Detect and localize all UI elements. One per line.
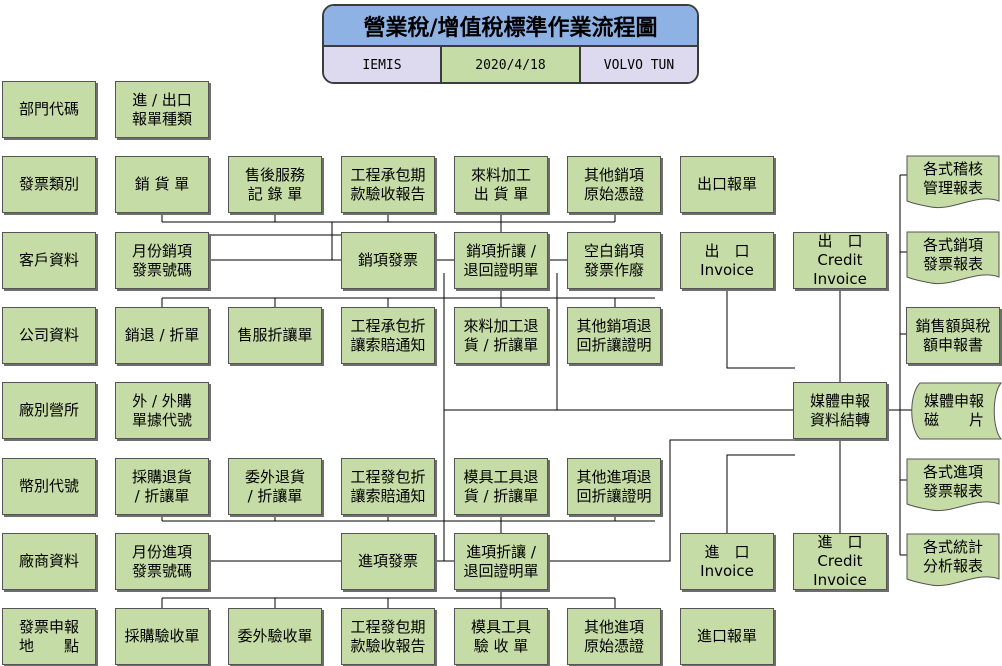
connector-purchase-to-invoice [209, 410, 795, 562]
box-sales-return: 銷退 / 折單 [115, 307, 209, 364]
box-sales-invoice: 銷 貨 單 [115, 156, 209, 213]
report-audit-label: 各式稽核 管理報表 [922, 160, 983, 197]
box-import-declaration: 進口報單 [680, 608, 774, 665]
box-other-purchase-voucher: 其他進項 原始憑證 [567, 608, 661, 665]
box-mold-acceptance: 模具工具 驗 收 單 [454, 608, 548, 665]
organization-name: VOLVO TUN [581, 47, 697, 82]
system-name: IEMIS [324, 47, 442, 82]
box-purchase-acceptance: 採購驗收單 [115, 608, 209, 665]
connector-purchase-sources [161, 586, 616, 608]
report-media-disk: 媒體申報 磁 片 [906, 382, 1002, 440]
box-mold-return: 模具工具退 貨 / 折讓單 [454, 458, 548, 515]
box-sales-allowance: 銷項折讓 / 退回證明單 [454, 232, 548, 289]
document-shape-icon [906, 155, 1000, 209]
box-purchase-allowance: 進項折讓 / 退回證明單 [454, 533, 548, 590]
report-sales-invoice-label: 各式銷項 發票報表 [922, 236, 983, 273]
connector-sales-sources [161, 212, 616, 223]
connector-purchase-return [161, 516, 655, 534]
header-box: 營業稅/增值稅標準作業流程圖 IEMIS 2020/4/18 VOLVO TUN [322, 4, 699, 84]
connector-sales-allowance [161, 222, 655, 308]
category-invoice-type: 發票類別 [2, 156, 96, 213]
box-subcontract-claim-notice: 工程發包折 讓索賠通知 [341, 458, 435, 515]
document-shape-icon [906, 231, 1000, 285]
report-purchase-invoice: 各式進項 發票報表 [906, 458, 1000, 516]
box-outsourcing-code: 外 / 外購 單據代號 [115, 382, 209, 439]
box-sales-invoice-issue: 銷項發票 [341, 232, 435, 289]
document-date: 2020/4/18 [442, 47, 581, 82]
box-contract-acceptance-report: 工程承包期 款驗收報告 [341, 156, 435, 213]
connector-sales-to-media [437, 259, 841, 411]
box-monthly-sales-number: 月份銷項 發票號碼 [115, 232, 209, 289]
box-purchase-invoice: 進項發票 [341, 533, 435, 590]
page-title: 營業稅/增值稅標準作業流程圖 [324, 6, 697, 47]
box-import-invoice: 進 口 Invoice [680, 533, 774, 590]
report-sales-invoice: 各式銷項 發票報表 [906, 231, 1000, 289]
box-other-purchase-return: 其他進項退 回折讓證明 [567, 458, 661, 515]
box-import-export-type: 進 / 出口 報單種類 [115, 81, 209, 138]
report-audit: 各式稽核 管理報表 [906, 155, 1000, 213]
connector-import-to-media [726, 440, 841, 533]
category-filing-location: 發票申報 地 點 [2, 608, 96, 665]
box-outsource-return: 委外退貨 / 折讓單 [228, 458, 322, 515]
box-blank-sales-void: 空白銷項 發票作廢 [567, 232, 661, 289]
box-monthly-purchase-number: 月份進項 發票號碼 [115, 533, 209, 590]
box-import-credit-invoice: 進 口 Credit Invoice [793, 533, 887, 590]
category-vendor: 廠商資料 [2, 533, 96, 590]
category-currency: 幣別代號 [2, 458, 96, 515]
category-department: 部門代碼 [2, 81, 96, 138]
box-export-declaration: 出口報單 [680, 156, 774, 213]
document-shape-icon [906, 533, 1000, 587]
stored-data-shape-icon [911, 382, 1002, 440]
box-export-invoice: 出 口 Invoice [680, 232, 774, 289]
box-processing-delivery: 來料加工 出 貨 單 [454, 156, 548, 213]
category-customer: 客戶資料 [2, 232, 96, 289]
document-shape-icon [906, 458, 1000, 512]
category-company: 公司資料 [2, 307, 96, 364]
box-after-sales-allowance: 售服折讓單 [228, 307, 322, 364]
box-processing-return: 來料加工退 貨 / 折讓單 [454, 307, 548, 364]
report-purchase-invoice-label: 各式進項 發票報表 [922, 463, 983, 500]
report-analysis-label: 各式統計 分析報表 [922, 538, 983, 575]
category-plant: 廠別營所 [2, 382, 96, 439]
box-export-credit-invoice: 出 口 Credit Invoice [793, 232, 887, 289]
box-subcontract-acceptance-report: 工程發包期 款驗收報告 [341, 608, 435, 665]
report-sales-tax: 銷售額與稅 額申報書 [906, 307, 1000, 364]
report-media-disk-label: 媒體申報 磁 片 [923, 392, 984, 429]
box-outsource-acceptance: 委外驗收單 [228, 608, 322, 665]
box-purchase-return: 採購退貨 / 折讓單 [115, 458, 209, 515]
box-after-sales-record: 售後服務 記 錄 單 [228, 156, 322, 213]
report-analysis: 各式統計 分析報表 [906, 533, 1000, 591]
box-other-sales-return: 其他銷項退 回折讓證明 [567, 307, 661, 364]
box-other-sales-voucher: 其他銷項 原始憑證 [567, 156, 661, 213]
box-media-transfer: 媒體申報 資料結轉 [793, 382, 887, 439]
box-contract-claim-notice: 工程承包折 讓索賠通知 [341, 307, 435, 364]
